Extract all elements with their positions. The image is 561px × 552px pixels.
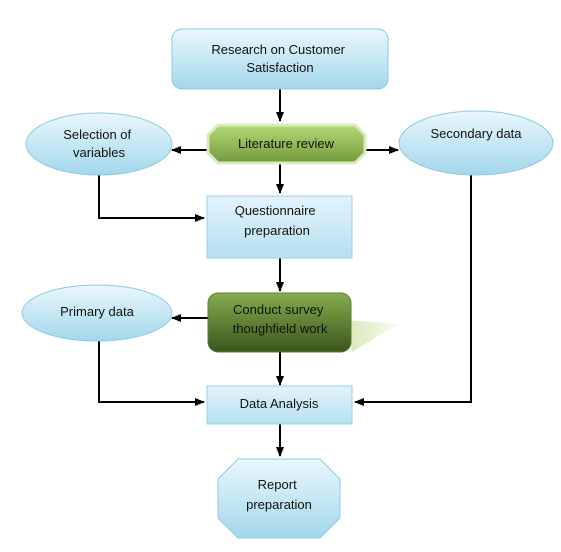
node-selection-line-2: variables bbox=[73, 145, 126, 160]
arrow-secondary-to-analysis bbox=[354, 174, 472, 406]
arrow-primary-to-analysis bbox=[98, 341, 205, 406]
node-selection: Selection of variables bbox=[25, 112, 173, 176]
node-research-line-1: Research on Customer bbox=[211, 42, 345, 57]
connectors bbox=[98, 89, 472, 457]
node-report-line-1: Report bbox=[258, 477, 297, 492]
node-questionnaire-line-2: preparation bbox=[244, 223, 310, 238]
node-survey-line-2: thoughfield work bbox=[233, 321, 328, 336]
node-research: Research on Customer Satisfaction bbox=[171, 28, 389, 90]
svg-text:Primary data: Primary data bbox=[60, 304, 134, 319]
node-primary: Primary data bbox=[21, 284, 173, 342]
svg-text:Secondary data: Secondary data bbox=[430, 126, 522, 141]
node-analysis: Data Analysis bbox=[206, 385, 353, 425]
svg-text:Report preparation: Report preparation bbox=[246, 477, 312, 512]
node-report-line-2: preparation bbox=[246, 497, 312, 512]
node-secondary-line-1: Secondary data bbox=[430, 126, 522, 141]
node-analysis-line-1: Data Analysis bbox=[240, 396, 319, 411]
node-secondary: Secondary data bbox=[398, 110, 554, 176]
node-questionnaire-line-1: Questionnaire bbox=[235, 203, 316, 218]
svg-text:Research on Customer Sat: Research on Customer Satisfaction bbox=[211, 42, 348, 75]
svg-text:Data Analysis: Data Analysis bbox=[240, 396, 319, 411]
node-research-line-2: Satisfaction bbox=[246, 60, 313, 75]
survey-shadow bbox=[347, 320, 398, 352]
node-questionnaire: Questionnaire preparation bbox=[206, 195, 353, 259]
node-report: Report preparation bbox=[217, 458, 341, 539]
svg-text:Literature review: Literature review bbox=[238, 136, 335, 151]
node-survey-line-1: Conduct survey bbox=[233, 302, 324, 317]
svg-text:Conduct survey thoughfie: Conduct survey thoughfield work bbox=[233, 302, 328, 336]
node-literature: Literature review bbox=[206, 123, 367, 165]
svg-text:Selection of variables: Selection of variables bbox=[63, 127, 135, 160]
node-survey: Conduct survey thoughfield work bbox=[207, 292, 398, 353]
node-selection-line-1: Selection of bbox=[63, 127, 131, 142]
node-primary-line-1: Primary data bbox=[60, 304, 134, 319]
arrow-selection-to-questionnaire bbox=[98, 175, 205, 222]
svg-text:Questionnaire preparatio: Questionnaire preparation bbox=[235, 203, 320, 238]
node-literature-line-1: Literature review bbox=[238, 136, 335, 151]
